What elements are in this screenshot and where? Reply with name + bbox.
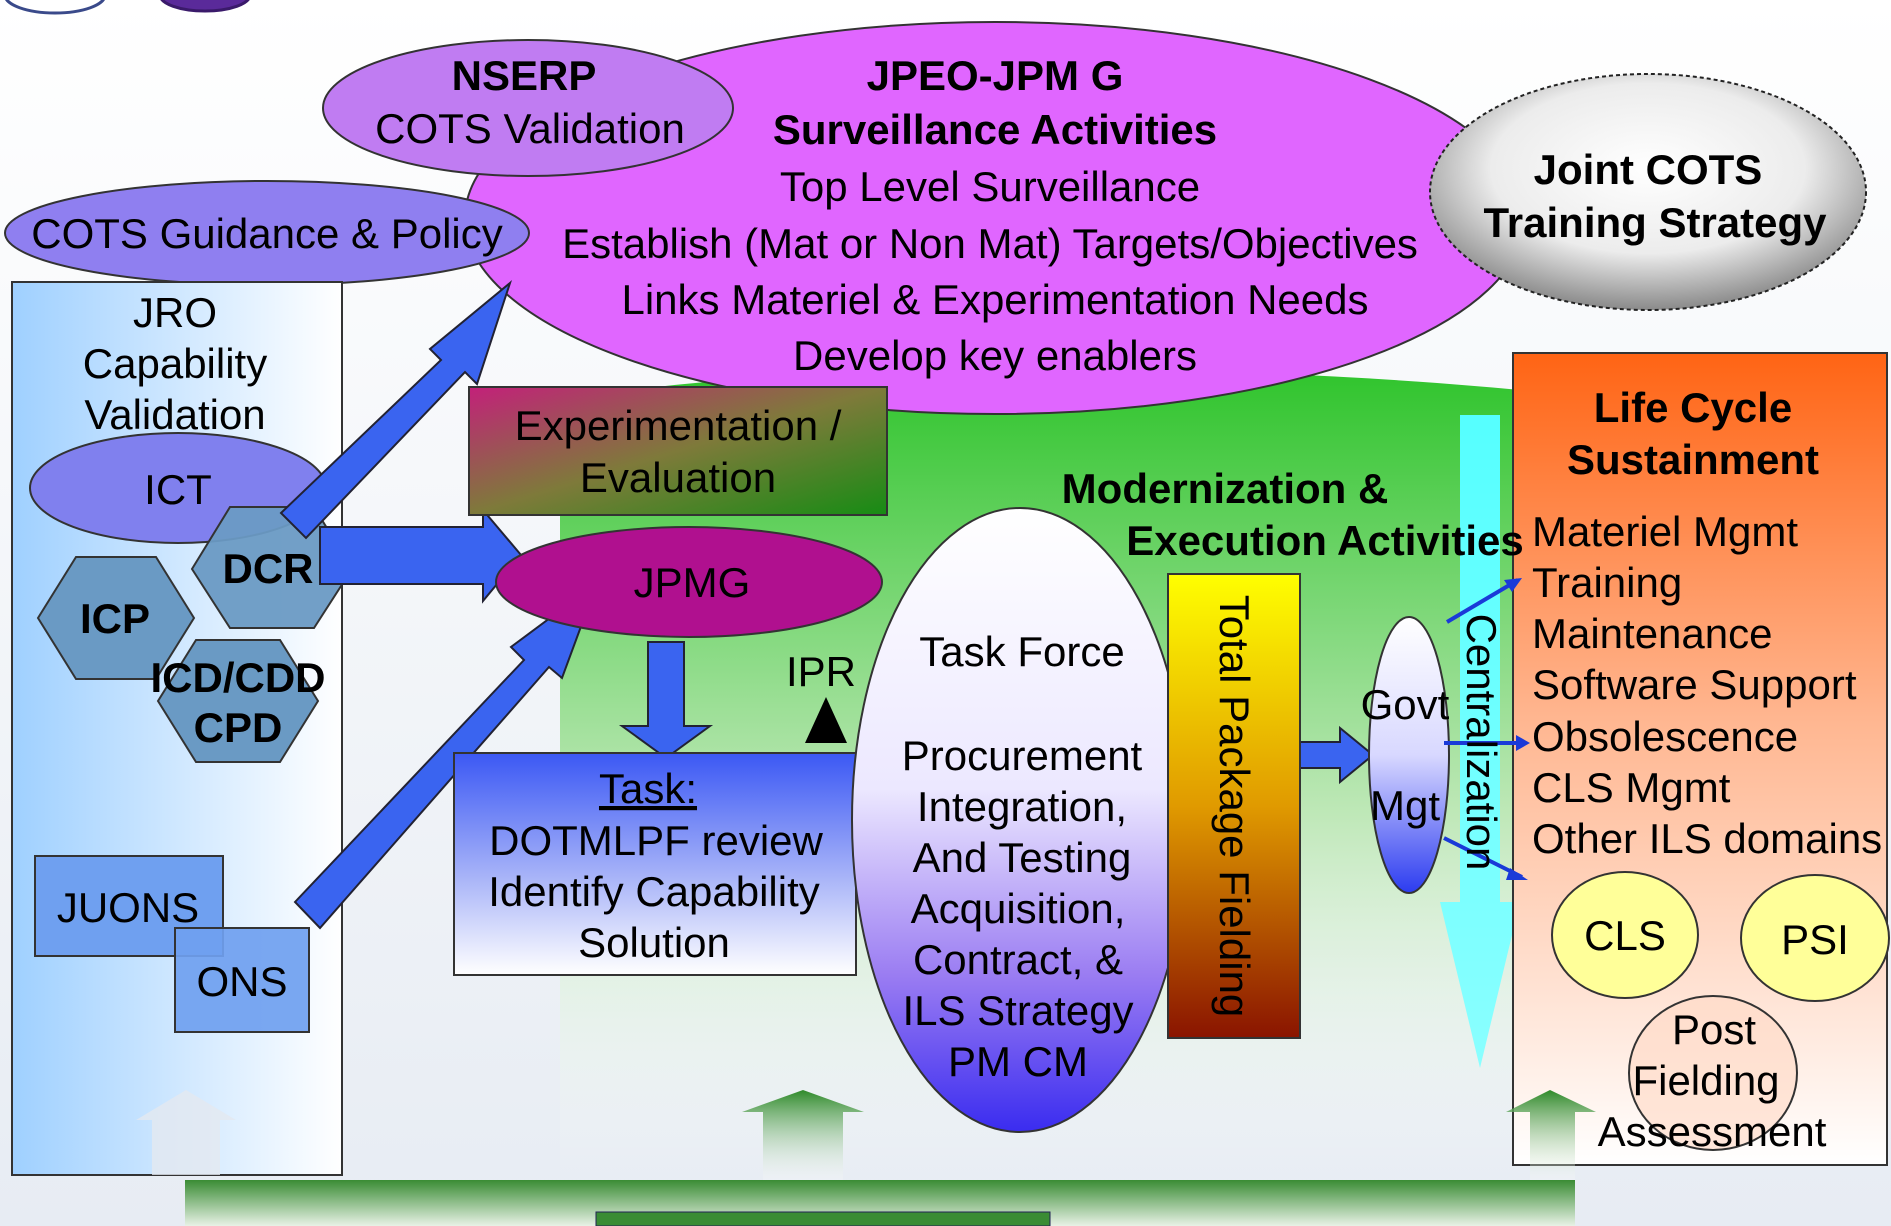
life-cycle-item: Training <box>1532 559 1682 606</box>
psi-circle <box>1740 874 1890 1002</box>
jpmg-ellipse <box>495 526 883 638</box>
task-force-line: And Testing <box>913 834 1132 881</box>
cpd-label: CPD <box>194 704 283 751</box>
task-force-line: Procurement <box>902 732 1143 779</box>
govt-mgt-ellipse <box>1368 616 1450 894</box>
task-force-title: Task Force <box>919 628 1124 675</box>
joint-cots-ellipse <box>1429 73 1867 311</box>
post-fielding-line1: Post <box>1672 1006 1756 1053</box>
jpeo-line: Develop key enablers <box>793 332 1197 379</box>
task-force-line: Integration, <box>917 783 1127 830</box>
experimentation-line1: Experimentation / <box>515 402 842 449</box>
joint-cots-line2: Training Strategy <box>1483 199 1827 246</box>
post-fielding-line3: Assessment <box>1598 1108 1827 1155</box>
joint-cots-line1: Joint COTS <box>1534 146 1763 193</box>
post-fielding-line2: Fielding <box>1632 1057 1779 1104</box>
life-cycle-item: Software Support <box>1532 661 1857 708</box>
icp-label: ICP <box>80 595 150 642</box>
govt-to-ils-arrow <box>1443 836 1523 879</box>
bottom-center-up-arrow <box>742 1090 864 1180</box>
juons-box <box>34 855 224 957</box>
jpmg-label: JPMG <box>634 559 751 606</box>
govt-to-ils-arrowhead <box>1506 868 1528 880</box>
jpmg-to-task-arrow[interactable] <box>618 641 714 760</box>
nserp-title: NSERP <box>452 52 597 99</box>
icd-hexagon <box>156 639 320 763</box>
total-package-label: Total Package Fielding <box>1211 595 1258 1018</box>
psi-label: PSI <box>1781 916 1849 963</box>
icd-cdd-label: ICD/CDD <box>151 654 326 701</box>
total-package-box <box>1167 573 1301 1039</box>
jpeo-line: Links Materiel & Experimentation Needs <box>621 276 1368 323</box>
jro-line: JRO <box>133 289 217 336</box>
jpeo-line: Top Level Surveillance <box>780 163 1200 210</box>
ipr-triangle <box>805 697 847 743</box>
task-force-line: PM CM <box>948 1038 1088 1085</box>
nserp-subtitle: COTS Validation <box>375 105 685 152</box>
modernization-line2: Execution Activities <box>1126 517 1524 564</box>
jro-line: Validation <box>84 391 265 438</box>
ons-label: ONS <box>196 958 287 1005</box>
life-cycle-item: Materiel Mgmt <box>1532 508 1798 555</box>
nserp-ellipse <box>322 39 734 177</box>
bottom-center-tab <box>595 1211 1051 1226</box>
task-box <box>453 752 857 976</box>
ipr-label: IPR <box>786 648 856 695</box>
ons-box <box>174 927 310 1033</box>
post-fielding-circle <box>1628 995 1798 1151</box>
task-line: Identify Capability <box>488 868 820 915</box>
jpeo-subtitle: Surveillance Activities <box>773 106 1217 153</box>
life-cycle-title2: Sustainment <box>1567 436 1819 483</box>
govt-to-obsolescence-arrowhead <box>1516 735 1530 751</box>
life-cycle-item: Other ILS domains <box>1532 815 1882 862</box>
life-cycle-item: Maintenance <box>1532 610 1773 657</box>
total-to-govt-arrow[interactable] <box>1299 725 1375 785</box>
life-cycle-item: Obsolescence <box>1532 713 1798 760</box>
modernization-line1: Modernization & <box>1062 465 1389 512</box>
jro-line: Capability <box>83 340 267 387</box>
life-cycle-title1: Life Cycle <box>1594 384 1792 431</box>
govt-label: Govt <box>1361 681 1450 728</box>
juons-label: JUONS <box>57 884 199 931</box>
jpeo-line: Establish (Mat or Non Mat) Targets/Objec… <box>562 220 1418 267</box>
task-force-line: ILS Strategy <box>902 987 1133 1034</box>
jro-faded-up-arrow <box>136 1090 236 1175</box>
ict-label: ICT <box>144 466 212 513</box>
dcr-label: DCR <box>223 545 314 592</box>
experimentation-line2: Evaluation <box>580 454 776 501</box>
bottom-right-up-arrow <box>1506 1090 1596 1180</box>
ict-to-jpeo-arrow[interactable] <box>279 280 513 540</box>
govt-to-training-arrowhead <box>1504 578 1522 592</box>
task-line: DOTMLPF review <box>489 817 823 864</box>
life-cycle-item: CLS Mgmt <box>1532 764 1731 811</box>
icp-hexagon <box>36 556 196 680</box>
task-title: Task: <box>599 765 697 812</box>
mgt-label: Mgt <box>1370 782 1440 829</box>
cls-circle <box>1551 871 1699 999</box>
experimentation-box <box>468 386 888 516</box>
cots-guidance-label: COTS Guidance & Policy <box>31 210 503 257</box>
logo-seal-left <box>5 0 105 15</box>
jpeo-title: JPEO-JPM G <box>867 52 1124 99</box>
task-force-line: Contract, & <box>913 936 1123 983</box>
task-force-line: Acquisition, <box>911 885 1126 932</box>
task-line: Solution <box>578 919 730 966</box>
govt-to-training-arrow <box>1445 578 1520 624</box>
logo-seal-right <box>160 0 250 13</box>
ons-to-jpmg-arrow[interactable] <box>293 580 600 930</box>
cls-label: CLS <box>1584 912 1666 959</box>
centralization-label: Centralization <box>1458 614 1505 871</box>
